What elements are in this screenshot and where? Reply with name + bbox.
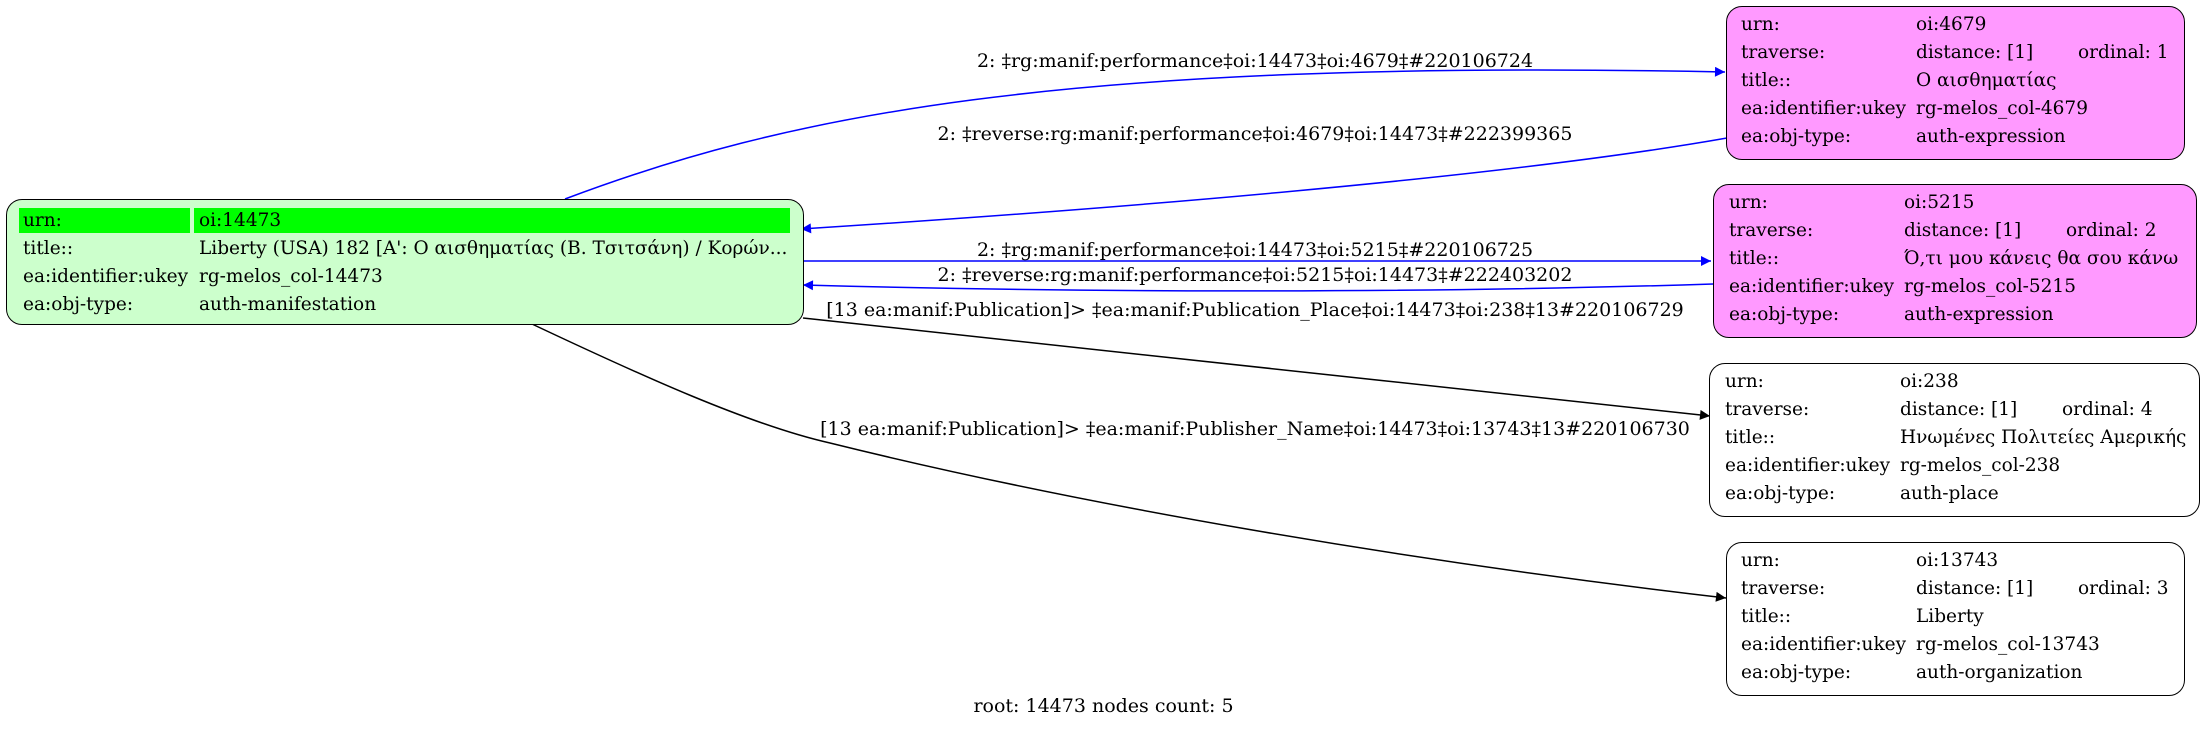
- key-traverse: traverse:: [1741, 42, 1826, 63]
- value-title: Liberty: [1916, 606, 1984, 627]
- node-13743[interactable]: urn: oi:13743 traverse: distance: [1] ordin…: [1726, 542, 2185, 696]
- key-urn: urn:: [1725, 371, 1764, 392]
- key-title: title::: [23, 238, 74, 259]
- edge-label-reverse-performance-4679: 2: ‡reverse:rg:manif:performance‡oi:4679…: [938, 123, 1573, 145]
- key-traverse: traverse:: [1741, 578, 1826, 599]
- row-obj-type: ea:obj-type: auth-manifestation: [19, 291, 793, 319]
- value-title: Ο αισθηματίας: [1916, 70, 2057, 91]
- row-title: title:: Liberty (USA) 182 [A': Ο αισθημα…: [19, 235, 793, 263]
- value-ukey: rg-melos_col-13743: [1916, 634, 2100, 655]
- value-ordinal: ordinal: 1: [2078, 42, 2169, 63]
- value-urn: oi:13743: [1916, 550, 1999, 571]
- key-urn: urn:: [23, 210, 62, 231]
- value-obj-type: auth-expression: [1904, 304, 2054, 325]
- value-obj-type: auth-organization: [1916, 662, 2083, 683]
- node-4679[interactable]: urn: oi:4679 traverse: distance: [1] ordina…: [1726, 6, 2185, 160]
- value-distance: distance: [1]: [1916, 42, 2034, 63]
- value-obj-type: auth-place: [1900, 483, 1999, 504]
- value-urn: oi:238: [1900, 371, 1959, 392]
- value-distance: distance: [1]: [1904, 220, 2022, 241]
- value-ordinal: ordinal: 3: [2078, 578, 2169, 599]
- row-ukey: ea:identifier:ukey rg-melos_col-14473: [19, 263, 793, 291]
- key-obj-type: ea:obj-type:: [23, 294, 134, 315]
- row-urn: urn: oi:14473: [19, 207, 793, 235]
- value-obj-type: auth-manifestation: [199, 294, 377, 315]
- key-urn: urn:: [1729, 192, 1768, 213]
- edge-publisher-name-13743: [531, 323, 1727, 602]
- key-urn: urn:: [1741, 550, 1780, 571]
- value-urn: oi:5215: [1904, 192, 1975, 213]
- node-root-14473[interactable]: urn: oi:14473 title:: Liberty (USA) 182 …: [6, 199, 804, 325]
- edge-reverse-performance-5215: [802, 280, 1714, 292]
- edge-performance-4679: [564, 66, 1726, 200]
- edge-label-publication-place-238: [13 ea:manif:Publication]> ‡ea:manif:Pub…: [826, 299, 1684, 321]
- key-title: title::: [1729, 248, 1780, 269]
- key-obj-type: ea:obj-type:: [1729, 304, 1840, 325]
- value-ukey: rg-melos_col-238: [1900, 455, 2061, 476]
- value-distance: distance: [1]: [1900, 399, 2018, 420]
- edge-label-reverse-performance-5215: 2: ‡reverse:rg:manif:performance‡oi:5215…: [938, 264, 1573, 286]
- edge-label-performance-5215: 2: ‡rg:manif:performance‡oi:14473‡oi:521…: [977, 239, 1533, 261]
- key-obj-type: ea:obj-type:: [1725, 483, 1836, 504]
- value-ordinal: ordinal: 2: [2066, 220, 2157, 241]
- value-urn: oi:14473: [199, 210, 282, 231]
- value-distance: distance: [1]: [1916, 578, 2034, 599]
- edge-reverse-performance-4679: [800, 137, 1728, 234]
- value-title: Ό,τι μου κάνεις θα σου κάνω: [1904, 248, 2179, 269]
- edge-publication-place-238: [802, 317, 1711, 420]
- edge-label-publisher-name-13743: [13 ea:manif:Publication]> ‡ea:manif:Pub…: [820, 418, 1690, 440]
- value-obj-type: auth-expression: [1916, 126, 2066, 147]
- key-title: title::: [1725, 427, 1776, 448]
- key-ukey: ea:identifier:ukey: [1729, 276, 1895, 297]
- key-title: title::: [1741, 606, 1792, 627]
- edge-label-performance-4679: 2: ‡rg:manif:performance‡oi:14473‡oi:467…: [977, 50, 1533, 72]
- key-obj-type: ea:obj-type:: [1741, 126, 1852, 147]
- value-ukey: rg-melos_col-5215: [1904, 276, 2076, 297]
- node-238[interactable]: urn: oi:238 traverse: distance: [1] ordinal…: [1709, 363, 2200, 517]
- value-ukey: rg-melos_col-14473: [199, 266, 383, 287]
- value-title: Liberty (USA) 182 [A': Ο αισθηματίας (Β.…: [199, 238, 788, 259]
- key-obj-type: ea:obj-type:: [1741, 662, 1852, 683]
- node-5215[interactable]: urn: oi:5215 traverse: distance: [1] ordina…: [1713, 184, 2197, 338]
- value-title: Ηνωμένες Πολιτείες Αμερικής: [1900, 427, 2187, 448]
- graph-footer: root: 14473 nodes count: 5: [973, 695, 1234, 717]
- key-traverse: traverse:: [1729, 220, 1814, 241]
- key-traverse: traverse:: [1725, 399, 1810, 420]
- value-ordinal: ordinal: 4: [2062, 399, 2153, 420]
- key-ukey: ea:identifier:ukey: [1741, 634, 1907, 655]
- value-ukey: rg-melos_col-4679: [1916, 98, 2088, 119]
- key-urn: urn:: [1741, 14, 1780, 35]
- value-urn: oi:4679: [1916, 14, 1987, 35]
- key-ukey: ea:identifier:ukey: [1725, 455, 1891, 476]
- key-ukey: ea:identifier:ukey: [23, 266, 189, 287]
- key-title: title::: [1741, 70, 1792, 91]
- key-ukey: ea:identifier:ukey: [1741, 98, 1907, 119]
